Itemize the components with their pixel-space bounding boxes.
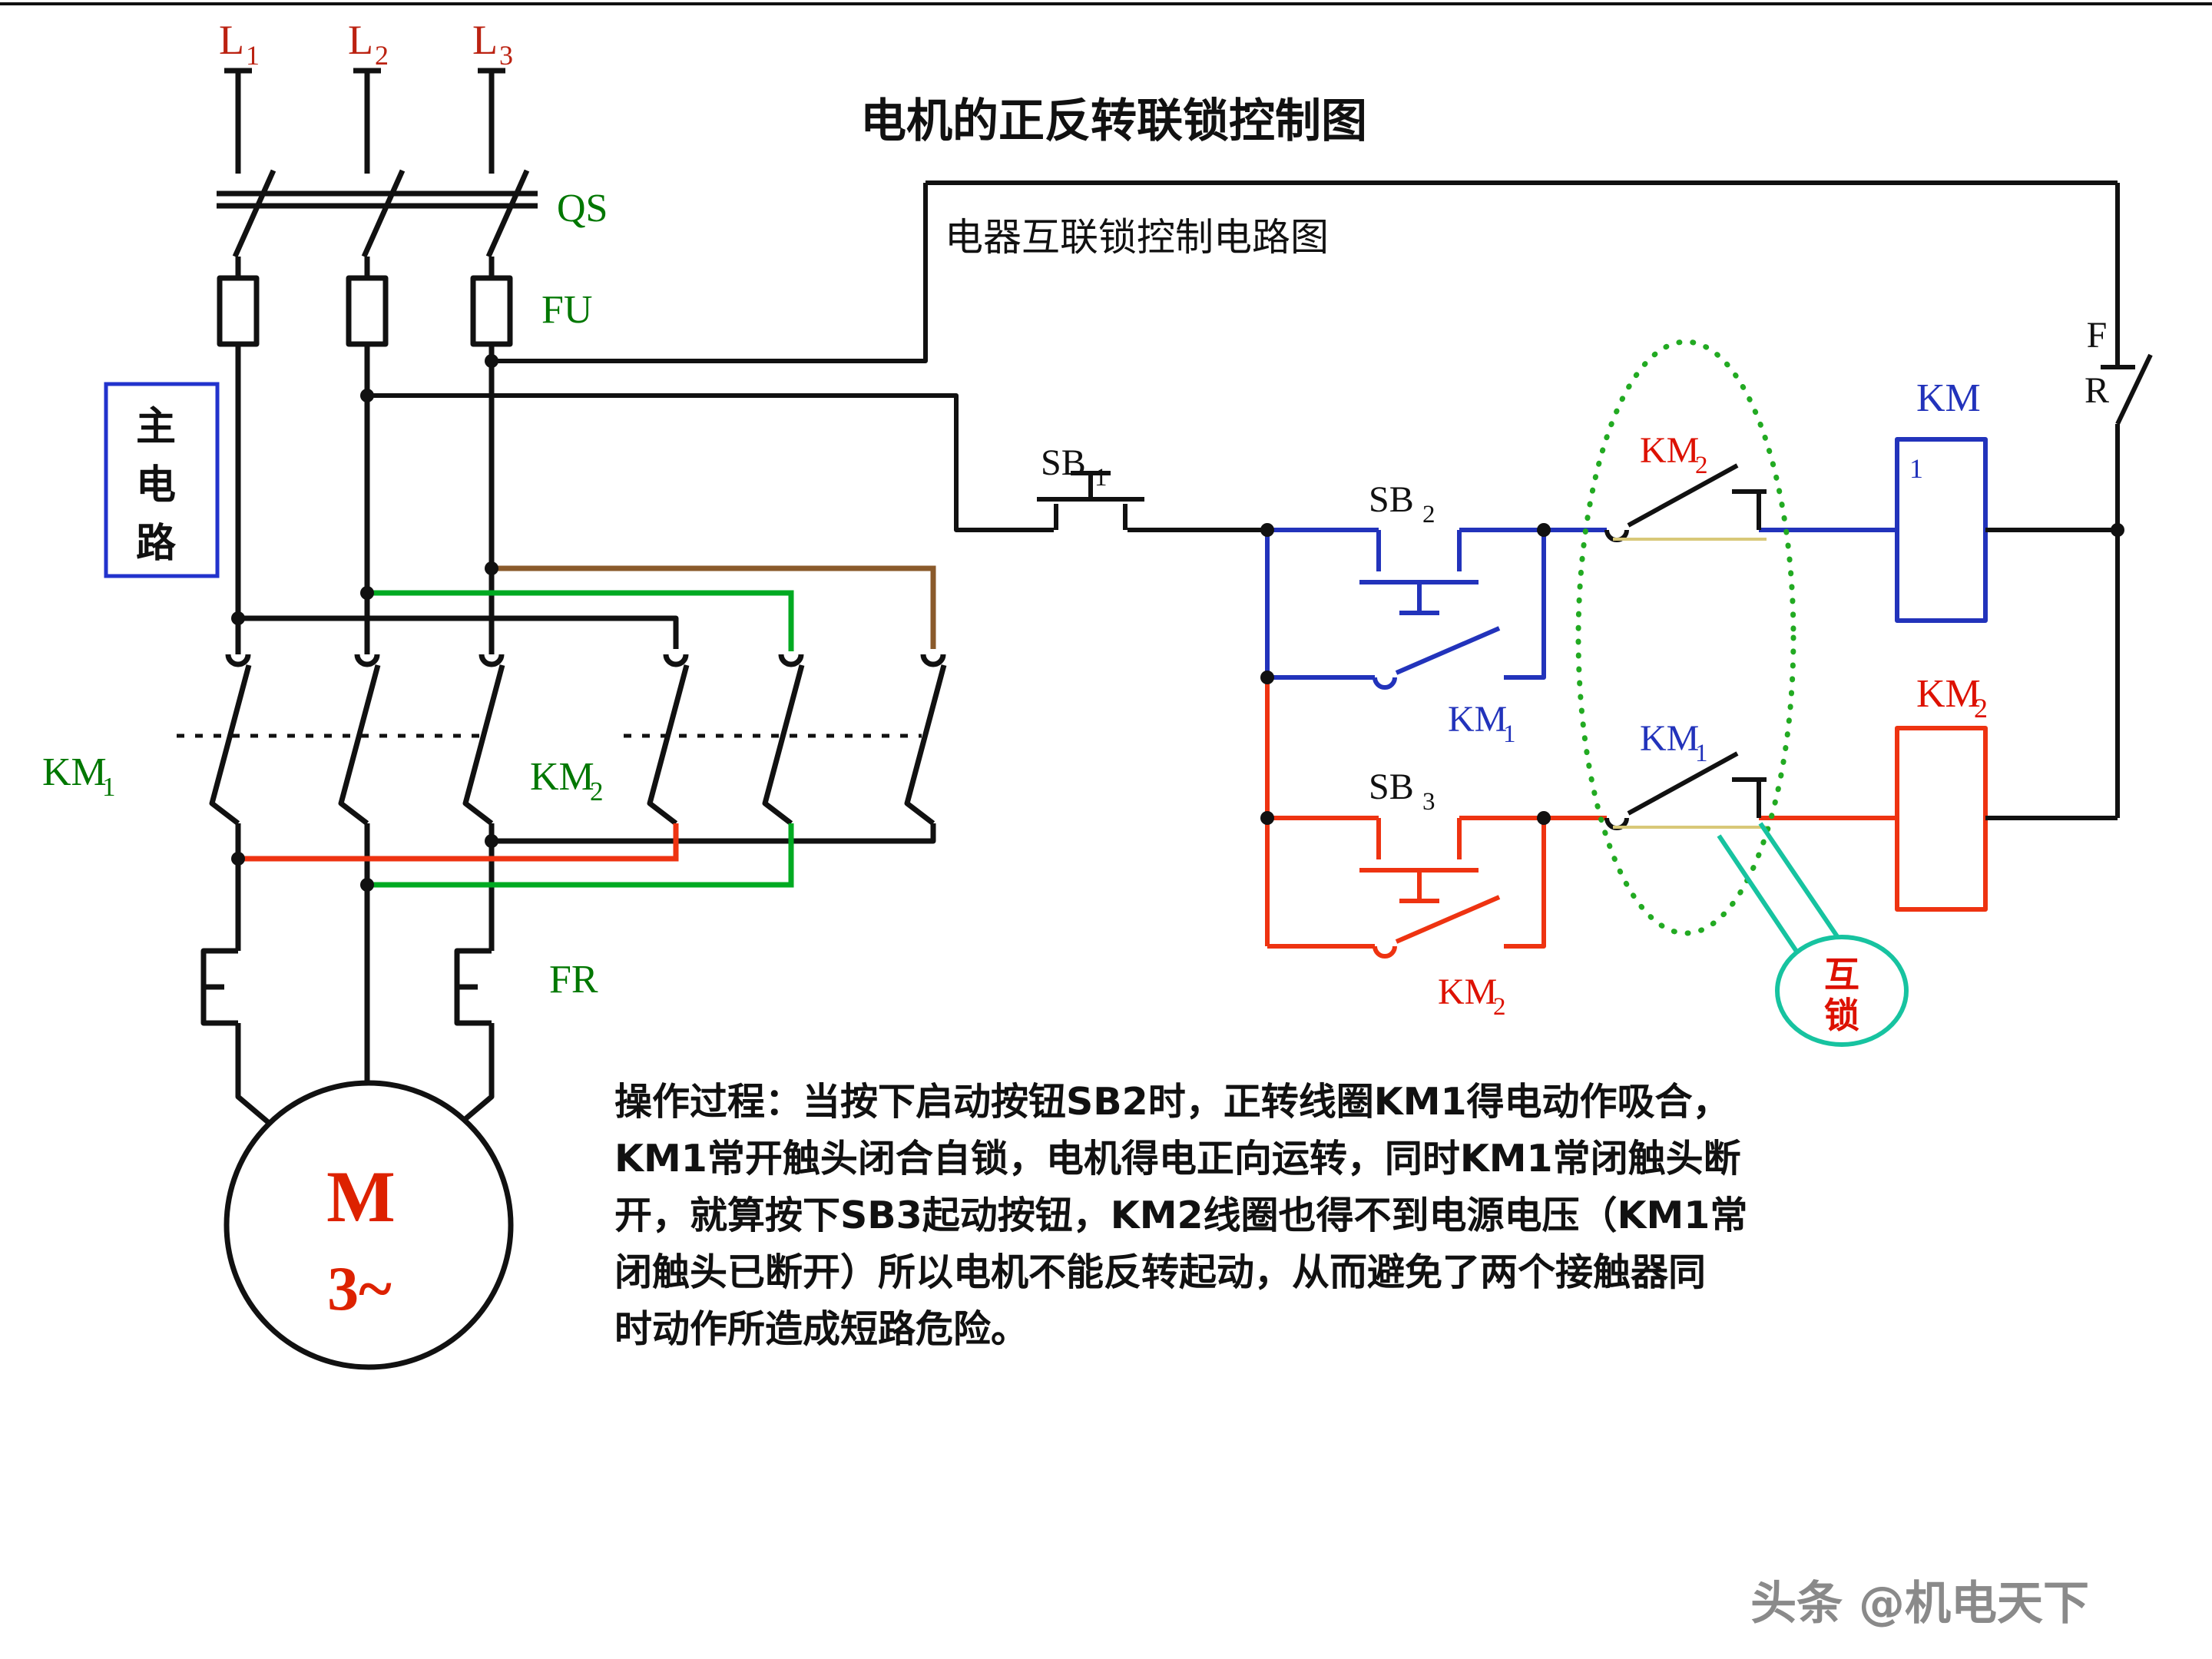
qs-blade-3 <box>485 169 530 258</box>
km1-contact-hook-1 <box>225 654 251 667</box>
labels: L 1 L 2 L 3 QS FU KM 1 KM 2 FR M 3~ SB 1… <box>42 17 2109 1323</box>
phase-label-l1-sub: 1 <box>246 40 260 71</box>
km1-aux-no-contact <box>1265 530 1546 690</box>
interlock-text: 互 锁 <box>1824 954 1859 1036</box>
fr-element-2 <box>454 948 492 1026</box>
sb3-label: SB <box>1369 767 1414 807</box>
watermark: 头条 @机电天下 <box>1750 1577 2089 1631</box>
km2-nc-label: KM <box>1640 430 1699 471</box>
phase-line-l2 <box>338 68 406 1084</box>
page-subtitle: 电器互联锁控制电路图 <box>945 215 1329 260</box>
main-circuit-box-label: 主电路 <box>135 404 176 567</box>
km1-coil-label: KM <box>1916 376 1981 420</box>
operation-line: 操作过程：当按下启动按钮SB2时，正转线圈KM1得电动作吸合， <box>614 1080 1730 1124</box>
fr-contact-r: R <box>2085 370 2109 411</box>
km1-aux-label: KM <box>1448 699 1507 740</box>
km1-nc-interlock-contact <box>1604 751 1767 830</box>
phase-line-l3 <box>449 68 530 1133</box>
km1-contact-blade-3 <box>462 664 505 826</box>
km2-aux-sub: 2 <box>1493 993 1506 1021</box>
callout-bubble <box>1775 935 1909 1047</box>
orange-crossover-wire <box>238 823 679 862</box>
interlock-char-1: 互 <box>1824 954 1859 995</box>
km2-nc-sub: 2 <box>1695 452 1708 479</box>
sb2-label: SB <box>1369 479 1414 520</box>
km1-nc-label: KM <box>1640 718 1699 759</box>
operation-line: 开，就算按下SB3起动按钮，KM2线圈也得不到电源电压（KM1常 <box>614 1194 1748 1237</box>
phase-label-l2-sub: 2 <box>375 40 389 71</box>
km1-contact-blade-2 <box>338 664 381 826</box>
phase-label-l2: L <box>348 17 373 63</box>
motor-phase: 3~ <box>327 1253 392 1323</box>
fu-label: FU <box>541 288 592 332</box>
control-top-rail <box>492 180 2118 363</box>
main-circuit <box>177 68 947 1370</box>
page-title: 电机的正反转联锁控制图 <box>860 94 1367 148</box>
sb2-sub: 2 <box>1422 501 1435 528</box>
km2-coil-label: KM <box>1916 672 1981 716</box>
callout-pointer <box>1717 822 1844 963</box>
km1-contact-blade-1 <box>209 664 252 826</box>
rung1-blue <box>1265 528 1897 690</box>
sb1-feed-wire <box>367 393 1054 532</box>
fuse-3 <box>470 275 513 347</box>
km1-main-label: KM <box>42 750 107 794</box>
km2-coil-sub: 2 <box>1974 693 1988 724</box>
km1-coil-sub: 1 <box>1909 453 1923 484</box>
main-circuit-box <box>104 382 220 578</box>
sb1-sub: 1 <box>1094 464 1108 492</box>
phase-label-l3-sub: 3 <box>499 40 513 71</box>
qs-label: QS <box>557 187 608 230</box>
fr-element-1 <box>200 948 238 1026</box>
rung2-orange <box>1265 677 1897 959</box>
sb3-sub: 3 <box>1422 788 1435 816</box>
sb3-button <box>1359 818 1479 903</box>
sb1-label: SB <box>1041 442 1086 483</box>
km2-aux-label: KM <box>1438 972 1497 1012</box>
km1-aux-sub: 1 <box>1503 720 1516 748</box>
phase-label-l1: L <box>219 17 244 63</box>
interlock-dotted-ellipse <box>1575 339 1796 936</box>
junction-dots-control <box>1260 523 2124 825</box>
fr-contact-f: F <box>2087 315 2108 356</box>
sb1-button <box>1037 471 1144 530</box>
junction-dots-main <box>231 354 498 892</box>
km1-main-sub: 1 <box>102 772 116 802</box>
km2-main-label: KM <box>530 755 594 799</box>
km2-main-sub: 2 <box>590 777 604 806</box>
control-circuit <box>367 180 2153 959</box>
fuse-1 <box>217 275 260 347</box>
interlock-char-2: 锁 <box>1824 995 1859 1036</box>
km2-aux-no-contact <box>1267 818 1546 959</box>
km2-main-contacts <box>647 654 947 826</box>
fr-main-label: FR <box>549 958 598 1002</box>
phase-label-l3: L <box>472 17 498 63</box>
green-crossover-wire <box>367 590 794 888</box>
qs-blade-1 <box>232 169 276 258</box>
motor-letter: M <box>326 1156 396 1237</box>
km2-feed-left <box>238 615 679 649</box>
motor-circle <box>224 1080 514 1370</box>
operation-description: 操作过程：当按下启动按钮SB2时，正转线圈KM1得电动作吸合， KM1常开触头闭… <box>614 1074 2089 1358</box>
km1-nc-sub: 1 <box>1695 740 1708 767</box>
km2-coil <box>1895 726 1988 912</box>
operation-line: 时动作所造成短路危险。 <box>614 1307 1029 1351</box>
phase-line-l1 <box>200 68 280 1133</box>
brown-crossover-wire <box>492 565 936 649</box>
operation-line: 闭触头已断开）所以电机不能反转起动，从而避免了两个接触器同 <box>614 1250 1707 1294</box>
km2-nc-interlock-contact <box>1604 463 1767 542</box>
sb2-button <box>1359 530 1479 615</box>
operation-line: KM1常开触头闭合自锁，电机得电正向运转，同时KM1常闭触头断 <box>614 1137 1741 1181</box>
fr-nc-contact <box>2101 183 2153 818</box>
km2-return-right <box>492 823 936 844</box>
qs-blade-2 <box>361 169 406 258</box>
km1-contact-hook-2 <box>354 654 380 667</box>
km1-contact-hook-3 <box>478 654 505 667</box>
fuse-2 <box>346 275 389 347</box>
qs-linkage-bars <box>217 190 538 209</box>
